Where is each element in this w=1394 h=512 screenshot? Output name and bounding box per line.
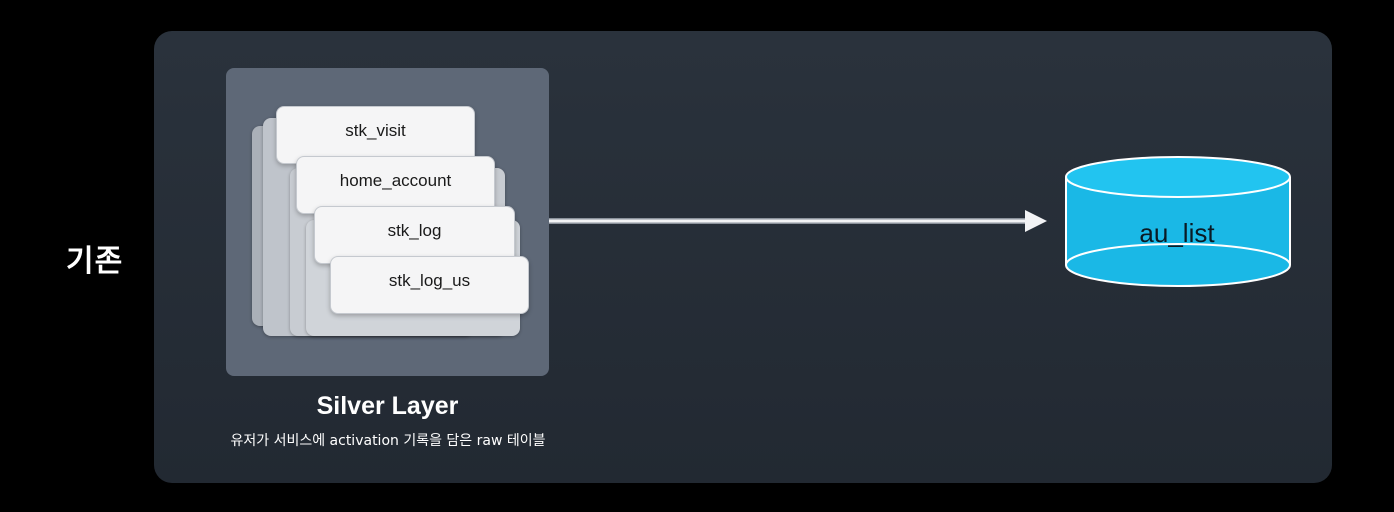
- database-label: au_list: [1139, 218, 1215, 248]
- table-card-label: home_account: [339, 171, 452, 190]
- database-cylinder-icon: [1065, 156, 1291, 287]
- flow-arrow-icon: [549, 210, 1047, 232]
- side-label: 기존: [66, 244, 124, 279]
- table-card-stk-log: stk_log: [314, 206, 515, 264]
- table-card-label: stk_log: [387, 221, 442, 240]
- table-card-stk-log-us: stk_log_us: [330, 256, 529, 314]
- table-card-home-account: home_account: [296, 156, 495, 214]
- silver-layer-description: 유저가 서비스에 activation 기록을 담은 raw 테이블: [230, 433, 546, 449]
- table-card-label: stk_log_us: [388, 271, 471, 290]
- silver-layer-title: Silver Layer: [316, 392, 459, 420]
- table-card-label: stk_visit: [345, 121, 406, 140]
